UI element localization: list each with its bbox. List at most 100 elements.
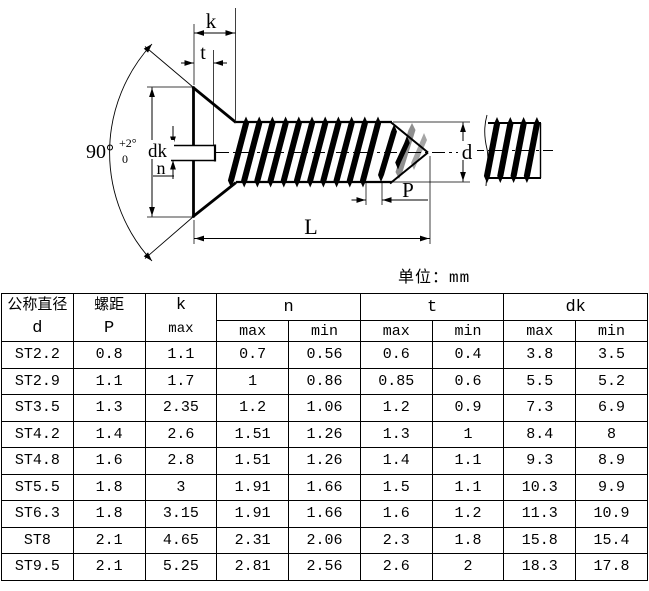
- shape: [214, 60, 223, 66]
- cell-t_min: 1.1: [431, 473, 505, 501]
- cell-n_max: 1.91: [216, 473, 290, 501]
- shape: [293, 116, 316, 188]
- cell-t_max: 1.3: [359, 420, 433, 448]
- cell-n_min: 2.56: [288, 553, 361, 581]
- cell-dk_max: 10.3: [503, 473, 577, 501]
- angle-tolerance-lower: 0: [122, 152, 128, 166]
- shape: [143, 44, 152, 53]
- header-group-t: t: [359, 293, 505, 321]
- cell-dk_min: 9.9: [575, 473, 648, 501]
- shape: [333, 116, 355, 188]
- shape: [523, 117, 540, 183]
- cell-dk_min: 6.9: [575, 394, 648, 422]
- cell-k: 3: [144, 473, 218, 501]
- cell-dk_min: 15.4: [575, 526, 648, 554]
- cell-p: 1.4: [72, 420, 146, 448]
- thread-hatching: [227, 116, 540, 188]
- cell-p: 0.8: [72, 341, 146, 369]
- shape: [267, 116, 289, 188]
- cell-t_min: 1.1: [431, 447, 505, 475]
- dk-label: dk: [148, 141, 168, 162]
- header-dk-min: min: [575, 320, 648, 342]
- unit-note: 单位：mm: [398, 263, 470, 287]
- header-k-max: max: [168, 320, 194, 337]
- shape: [460, 123, 466, 132]
- shape: [320, 116, 342, 188]
- dk-extension-lines: [147, 86, 193, 218]
- t-label: t: [200, 42, 206, 64]
- dimension-arrowheads: [143, 30, 466, 261]
- cell-dk_min: 8: [575, 420, 648, 448]
- cell-dk_min: 10.9: [575, 500, 648, 528]
- spec-table-header: 公称直径 d 螺距 P k max n t dk max min max min…: [1, 293, 648, 342]
- screw-head-outline: [171, 85, 237, 219]
- cell-k: 2.35: [144, 394, 218, 422]
- cell-dk_min: 5.2: [575, 367, 648, 395]
- angle-tolerance-upper: +2°: [119, 136, 137, 150]
- shape: [143, 252, 152, 261]
- construction-line-bottom: [144, 216, 194, 259]
- cell-t_min: 1: [431, 420, 505, 448]
- cell-t_max: 1.2: [359, 394, 433, 422]
- fragment-break-line: [484, 114, 489, 187]
- cell-dk_max: 8.4: [503, 420, 577, 448]
- cell-k: 3.15: [144, 500, 218, 528]
- shape: [241, 116, 263, 188]
- tip-cone: [389, 120, 429, 185]
- cell-d: ST4.2: [1, 420, 74, 448]
- shape: [483, 117, 501, 183]
- cell-n_max: 1: [216, 367, 290, 395]
- cell-n_max: 1.51: [216, 447, 290, 475]
- cell-n_max: 2.81: [216, 553, 290, 581]
- cell-p: 1.1: [72, 367, 146, 395]
- dimension-labels: k t 90° +2° 0 dk n d P L: [86, 9, 477, 239]
- shape: [356, 197, 366, 203]
- cell-t_max: 1.4: [359, 447, 433, 475]
- cell-d: ST4.8: [1, 447, 74, 475]
- cell-n_min: 0.86: [288, 367, 361, 395]
- cell-n_min: 1.26: [288, 447, 361, 475]
- cell-t_min: 0.4: [431, 341, 505, 369]
- header-k-symbol: k: [175, 295, 187, 315]
- shape: [382, 197, 392, 203]
- k-label: k: [206, 9, 217, 33]
- construction-line-top: [144, 46, 194, 88]
- header-diameter-symbol: d: [32, 318, 43, 338]
- cell-dk_max: 11.3: [503, 500, 577, 528]
- header-pitch-symbol: P: [104, 318, 115, 338]
- header-diameter: 公称直径 d: [1, 293, 74, 342]
- shape: [195, 30, 204, 36]
- p-extension-lines: [365, 181, 383, 205]
- n-label: n: [157, 158, 166, 178]
- cell-t_max: 1.6: [359, 500, 433, 528]
- shape: [460, 172, 466, 181]
- header-row-maxmin: max min max min max min: [2, 320, 648, 342]
- cell-n_min: 1.66: [288, 500, 361, 528]
- cell-t_max: 2.6: [359, 553, 433, 581]
- shape: [280, 116, 302, 188]
- cell-d: ST9.5: [1, 553, 74, 581]
- cell-dk_min: 17.8: [575, 553, 648, 581]
- screw-technical-drawing: k t 90° +2° 0 dk n d P L: [86, 8, 553, 262]
- k-extension-lines: [193, 8, 236, 120]
- cell-t_min: 2: [431, 553, 505, 581]
- cell-dk_max: 15.8: [503, 526, 577, 554]
- head-cone-edges: [191, 85, 237, 219]
- cell-p: 2.1: [72, 553, 146, 581]
- cell-t_max: 1.5: [359, 473, 433, 501]
- shape: [225, 30, 235, 36]
- cell-p: 1.3: [72, 394, 146, 422]
- cell-p: 1.8: [72, 500, 146, 528]
- p-label: P: [402, 178, 414, 202]
- shape: [307, 116, 329, 188]
- cell-n_min: 2.06: [288, 526, 361, 554]
- spec-table: 公称直径 d 螺距 P k max n t dk max min max min…: [1, 293, 648, 581]
- cell-dk_max: 18.3: [503, 553, 577, 581]
- cell-dk_max: 5.5: [503, 367, 577, 395]
